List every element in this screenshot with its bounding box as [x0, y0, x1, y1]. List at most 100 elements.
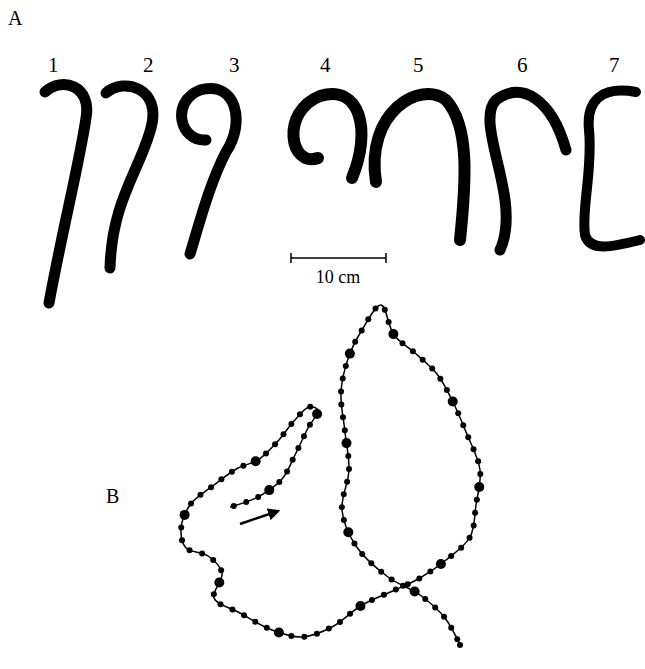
position-dot [307, 404, 313, 410]
scale-label: 10 cm [316, 268, 361, 286]
position-dot [432, 604, 438, 610]
position-dot [229, 469, 235, 475]
position-dot [229, 606, 235, 612]
position-dot [284, 469, 290, 475]
position-dot [359, 551, 365, 557]
position-dot [264, 625, 270, 631]
posture-4 [293, 94, 361, 178]
posture-6 [490, 92, 566, 250]
position-dot [448, 396, 458, 406]
posture-5 [375, 94, 465, 240]
position-dot [454, 636, 460, 642]
position-dot [326, 626, 332, 632]
panel-letter: A [8, 8, 22, 28]
posture-number: 3 [229, 55, 240, 76]
position-dot [359, 328, 365, 334]
position-dot [471, 523, 477, 529]
position-dot [255, 494, 261, 500]
position-dot [455, 410, 461, 416]
position-dot [399, 340, 405, 346]
trajectory-dots [178, 306, 484, 648]
position-dot [214, 578, 224, 588]
posture-1 [45, 84, 87, 303]
position-dot [437, 376, 443, 382]
position-dot [436, 559, 446, 569]
position-dot [416, 575, 422, 581]
position-dot [341, 517, 347, 523]
position-dot [288, 633, 294, 639]
position-dot [458, 545, 464, 551]
direction-arrow [240, 511, 278, 524]
position-dot [342, 427, 348, 433]
position-dot [441, 614, 447, 620]
posture-number: 6 [517, 55, 528, 76]
position-dot [345, 453, 351, 459]
posture-7 [584, 91, 640, 247]
posture-2 [106, 86, 153, 268]
position-dot [341, 491, 347, 497]
position-dot [400, 583, 406, 589]
panel-letter: B [106, 486, 119, 506]
position-dot [378, 569, 384, 575]
position-dot [393, 587, 399, 593]
position-dot [199, 550, 205, 556]
position-dot [272, 441, 278, 447]
position-dot [187, 547, 193, 553]
position-dot [338, 388, 344, 394]
position-dot [422, 596, 428, 602]
position-dot [355, 601, 365, 611]
position-dot [301, 634, 307, 640]
position-dot [471, 446, 477, 452]
position-dot [252, 619, 258, 625]
position-dot [344, 479, 350, 485]
position-dot [307, 422, 313, 428]
position-dot [460, 422, 466, 428]
position-dot [276, 479, 282, 485]
position-dot [388, 329, 398, 339]
position-dot [180, 510, 190, 520]
position-dot [178, 524, 184, 530]
position-dot [179, 537, 185, 543]
position-dot [474, 497, 480, 503]
posture-number: 5 [413, 55, 424, 76]
position-dot [263, 451, 269, 457]
position-dot [314, 631, 320, 637]
body-postures [45, 84, 640, 303]
position-dot [427, 569, 433, 575]
position-dot [231, 503, 237, 509]
position-dot [188, 501, 194, 507]
position-dot [288, 421, 294, 427]
position-dot [345, 349, 355, 359]
position-dot [368, 560, 374, 566]
position-dot [297, 411, 303, 417]
position-dot [337, 619, 343, 625]
posture-3 [182, 88, 237, 254]
position-dot [352, 339, 358, 345]
position-dot [208, 484, 214, 490]
position-dot [343, 527, 353, 537]
position-dot [295, 445, 301, 451]
position-dot [340, 376, 346, 382]
position-dot [343, 363, 349, 369]
position-dot [312, 409, 322, 419]
position-dot [340, 414, 346, 420]
position-dot [444, 387, 450, 393]
position-dot [448, 553, 454, 559]
position-dot [386, 319, 392, 325]
position-dot [341, 438, 351, 448]
position-dot [365, 316, 371, 322]
position-dot [369, 597, 375, 603]
position-dot [382, 307, 388, 313]
position-dot [280, 431, 286, 437]
position-dot [410, 587, 420, 597]
position-dot [475, 458, 481, 464]
position-dot [339, 504, 345, 510]
position-dot [381, 592, 387, 598]
position-dot [210, 557, 216, 563]
position-dot [457, 642, 463, 648]
position-dot [198, 492, 204, 498]
position-dot [274, 628, 284, 638]
posture-number: 7 [609, 55, 620, 76]
